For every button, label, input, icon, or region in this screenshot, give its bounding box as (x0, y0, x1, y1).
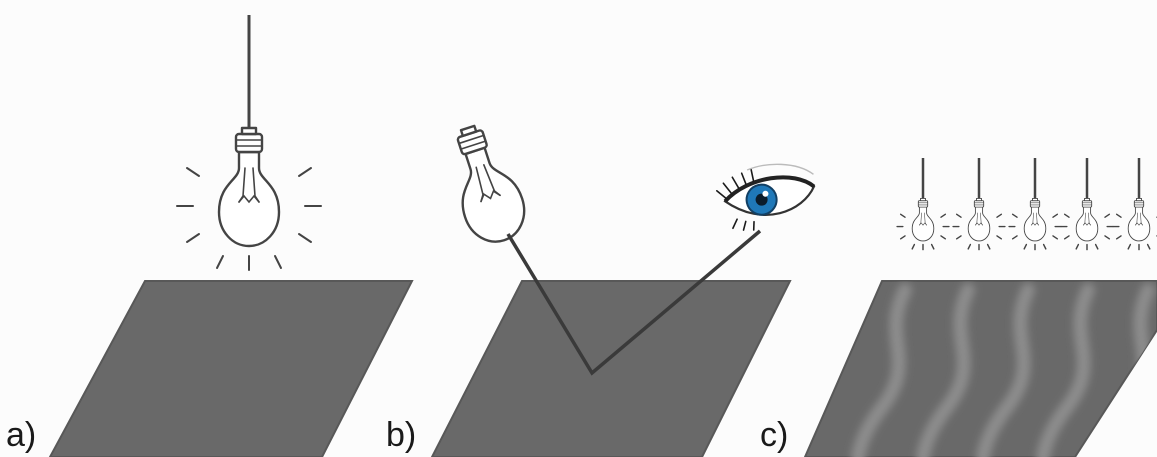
light-ray (506, 229, 762, 376)
light-bulb-icon (437, 117, 534, 251)
light-bulb-icon (1008, 158, 1062, 251)
eye-icon (715, 163, 816, 231)
surface-c (803, 280, 1157, 457)
surface-b (430, 280, 792, 457)
panel-label-a: a) (6, 416, 36, 454)
panel-a: a) (6, 15, 414, 457)
reflection-stripe (916, 283, 975, 457)
surface-a (48, 280, 414, 457)
panel-label-b: b) (386, 416, 416, 454)
light-bulb-icon (952, 158, 1006, 251)
panel-b: b) (386, 117, 816, 457)
reflection-stripe (976, 283, 1035, 457)
light-bulb-icon (896, 158, 950, 251)
reflection-stripe (851, 283, 912, 457)
bulb-row (896, 158, 1157, 251)
light-bulb-icon (1060, 158, 1114, 251)
panel-label-c: c) (760, 416, 788, 454)
light-bulb-icon (1112, 158, 1157, 251)
light-bulb-icon (176, 126, 322, 271)
panel-c: c) (760, 158, 1157, 457)
reflection-stripe (1036, 283, 1095, 457)
